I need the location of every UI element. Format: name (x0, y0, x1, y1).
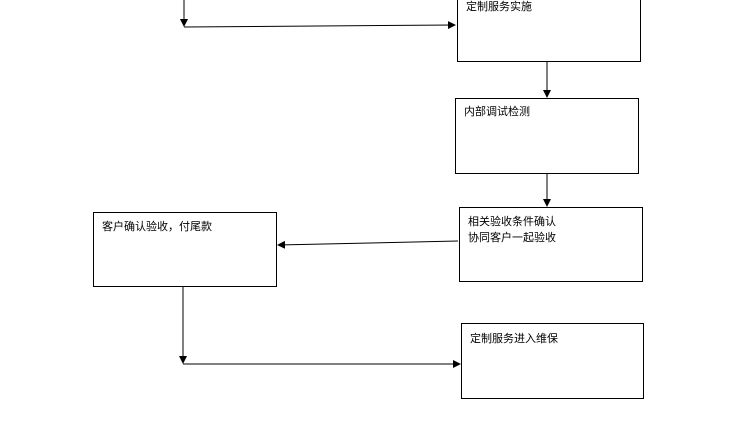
node-internal-testing: 内部调试检测 (455, 98, 639, 174)
node-maintenance: 定制服务进入维保 (461, 323, 644, 399)
node-service-implementation: 定制服务实施 (457, 0, 641, 62)
node-acceptance-conditions: 相关验收条件确认 协同客户一起验收 (459, 207, 643, 282)
node-client-confirmation: 客户确认验收，付尾款 (93, 212, 277, 287)
node-label-line-2: 协同客户一起验收 (468, 231, 556, 244)
node-label: 客户确认验收，付尾款 (102, 220, 212, 233)
edge-accept-to-client (277, 240, 459, 249)
edge-incoming-to-impl (183, 21, 456, 30)
node-label-line-1: 相关验收条件确认 (468, 215, 556, 228)
node-label: 定制服务实施 (466, 0, 532, 13)
node-label: 定制服务进入维保 (470, 332, 558, 345)
node-label: 内部调试检测 (464, 105, 530, 118)
